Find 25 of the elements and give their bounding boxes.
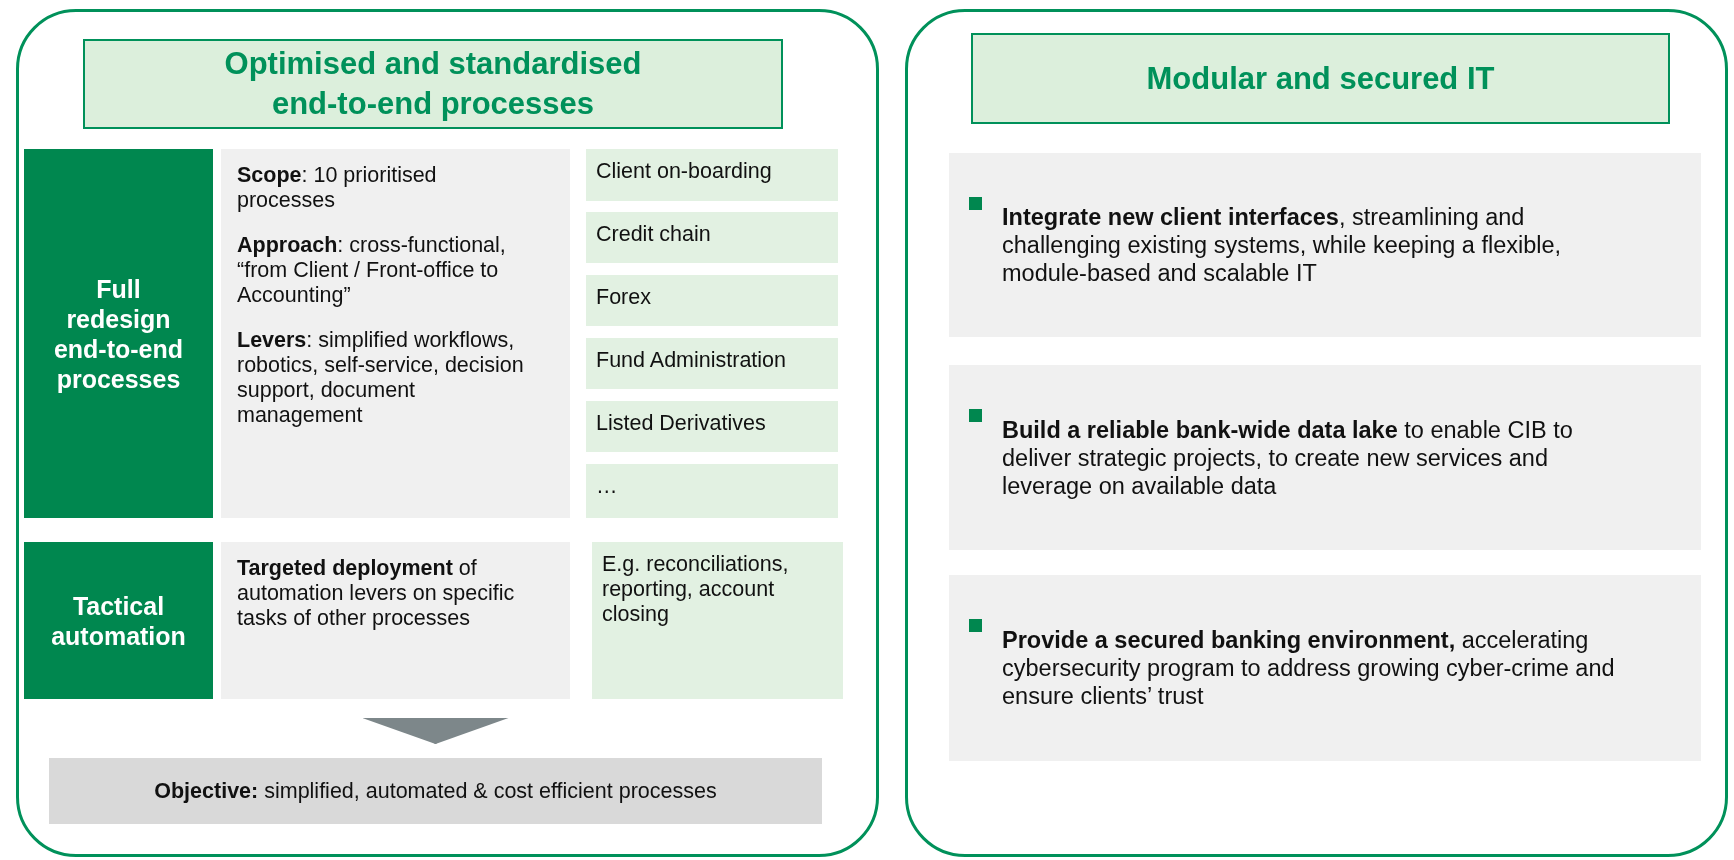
statement-text: Provide a secured banking environment, accelerating cybersecurity program to address growing cyber-crime and ensure clients’ trust [1002,626,1616,710]
paragraph-text: Levers: simplified workflows, robotics, self-service, decision support, document management [237,328,525,428]
process-box: Client on-boarding [586,149,838,201]
paragraph-text: Approach: cross-functional, “from Client / Front-office to Accounting” [237,233,507,308]
statement-text: Integrate new client interfaces, streamlining and challenging existing systems, while keeping a flexible, module-based and scalable IT [1002,203,1563,287]
arrow [362,717,509,745]
statement-box [949,153,1701,337]
process-box: Credit chain [586,212,838,263]
process-box: Listed Derivatives [586,401,838,452]
statement-box [949,365,1701,550]
process-box: … [586,464,838,518]
example-box: E.g. reconciliations, reporting, account closing [592,542,843,699]
category-box: Tactical automation [24,542,213,699]
right-panel [905,9,1728,857]
paragraph-text: Scope: 10 prioritised processes [237,163,438,213]
objective-box: Objective: simplified, automated & cost efficient processes [49,758,822,824]
heading-box: Optimised and standardised end-to-end processes [83,39,783,129]
left-panel [16,9,879,857]
statement-box [949,575,1701,761]
statement-text: Build a reliable bank-wide data lake to enable CIB to deliver strategic projects, to create new services and leverage on available data [1002,415,1574,500]
heading-box: Modular and secured IT [971,33,1670,124]
category-box: Full redesign end-to-end processes [24,149,213,518]
process-box: Fund Administration [586,338,838,389]
process-box: Forex [586,275,838,326]
description-box: Targeted deployment of automation levers on specific tasks of other processes [221,542,570,699]
